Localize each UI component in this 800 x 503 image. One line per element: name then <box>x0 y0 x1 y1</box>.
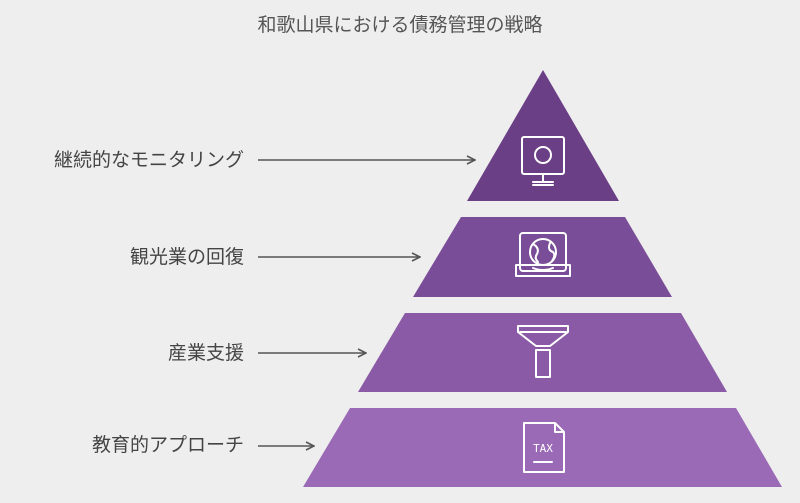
tax-text: TAX <box>533 442 553 455</box>
pyramid-tier-2 <box>413 217 672 297</box>
monitor-icon <box>521 136 565 186</box>
pyramid-tier-3 <box>358 313 727 392</box>
pyramid-tier-4 <box>303 408 782 487</box>
pyramid-tier-1 <box>467 70 619 201</box>
diagram-title: 和歌山県における債務管理の戦略 <box>257 14 543 36</box>
level-1-label: 継続的なモニタリング <box>53 149 244 171</box>
suitcase-icon <box>515 232 571 277</box>
funnel-icon <box>517 325 569 378</box>
level-4-label: 教育的アプローチ <box>91 434 244 456</box>
level-3-label: 産業支援 <box>167 342 244 364</box>
level-2-label: 観光業の回復 <box>129 246 244 268</box>
tax-document-icon: TAX <box>523 422 565 473</box>
